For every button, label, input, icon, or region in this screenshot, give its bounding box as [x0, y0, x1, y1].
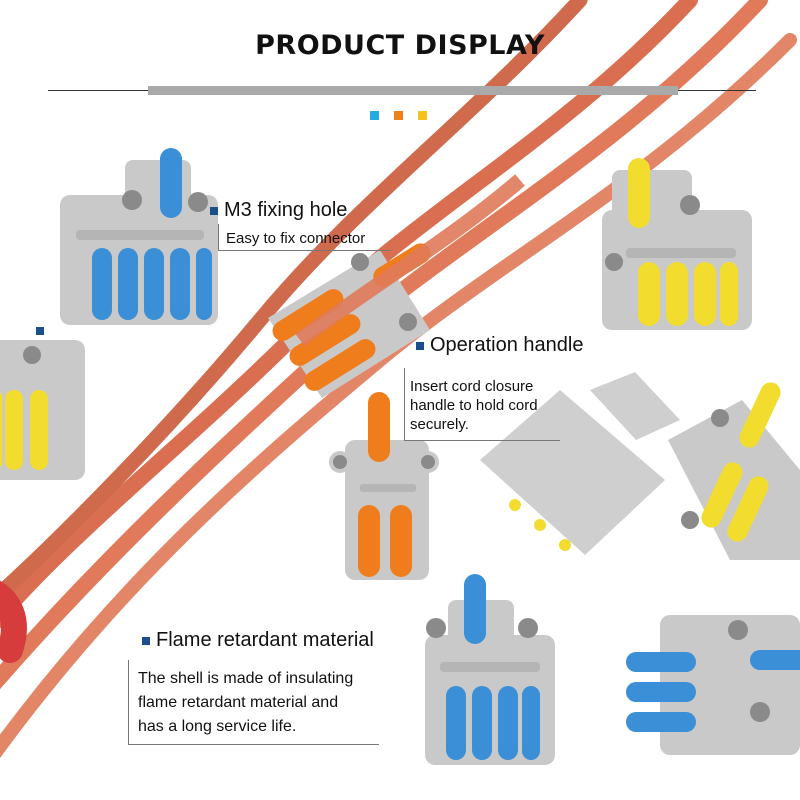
square-bullet-icon	[210, 206, 218, 215]
accent-dot-yellow	[418, 111, 427, 120]
wire-insulation-red	[0, 580, 27, 663]
connector-orange-3way-on-wire	[268, 243, 431, 398]
callout-flame-retardant-title: Flame retardant material	[142, 629, 374, 652]
accent-dot-blue	[370, 111, 379, 120]
connector-yellow-2way-tilted	[668, 382, 800, 560]
callout-fixing-hole-frame	[218, 224, 391, 251]
connector-gray-back	[480, 372, 680, 555]
callout-fixing-hole-desc: Easy to fix connector	[226, 230, 366, 247]
callout-operation-handle-title: Operation handle	[416, 334, 583, 357]
connector-yellow-4way	[602, 158, 752, 330]
wire	[0, 0, 588, 604]
square-bullet-icon	[416, 341, 424, 350]
square-bullet-icon	[36, 327, 44, 335]
accent-dot-orange	[394, 111, 403, 120]
page-title: PRODUCT DISPLAY	[255, 30, 545, 61]
callout-operation-handle-frame	[404, 368, 560, 441]
square-bullet-icon	[142, 636, 150, 645]
connector-blue-4way	[425, 574, 555, 765]
connector-blue-sideways	[626, 615, 800, 755]
connector-blue-5way	[60, 148, 218, 325]
wire	[295, 174, 525, 347]
callout-flame-retardant-frame	[128, 660, 379, 745]
callout-flame-retardant-desc: The shell is made of insulating flame re…	[138, 670, 354, 735]
callout-operation-handle-desc: Insert cord closure handle to hold cord …	[410, 378, 538, 433]
connector-yellow-partial	[0, 340, 85, 480]
callout-fixing-hole-title: M3 fixing hole	[210, 199, 347, 222]
wire-front	[295, 174, 525, 347]
connector-orange-2way	[329, 392, 439, 580]
title-bar	[148, 86, 678, 95]
